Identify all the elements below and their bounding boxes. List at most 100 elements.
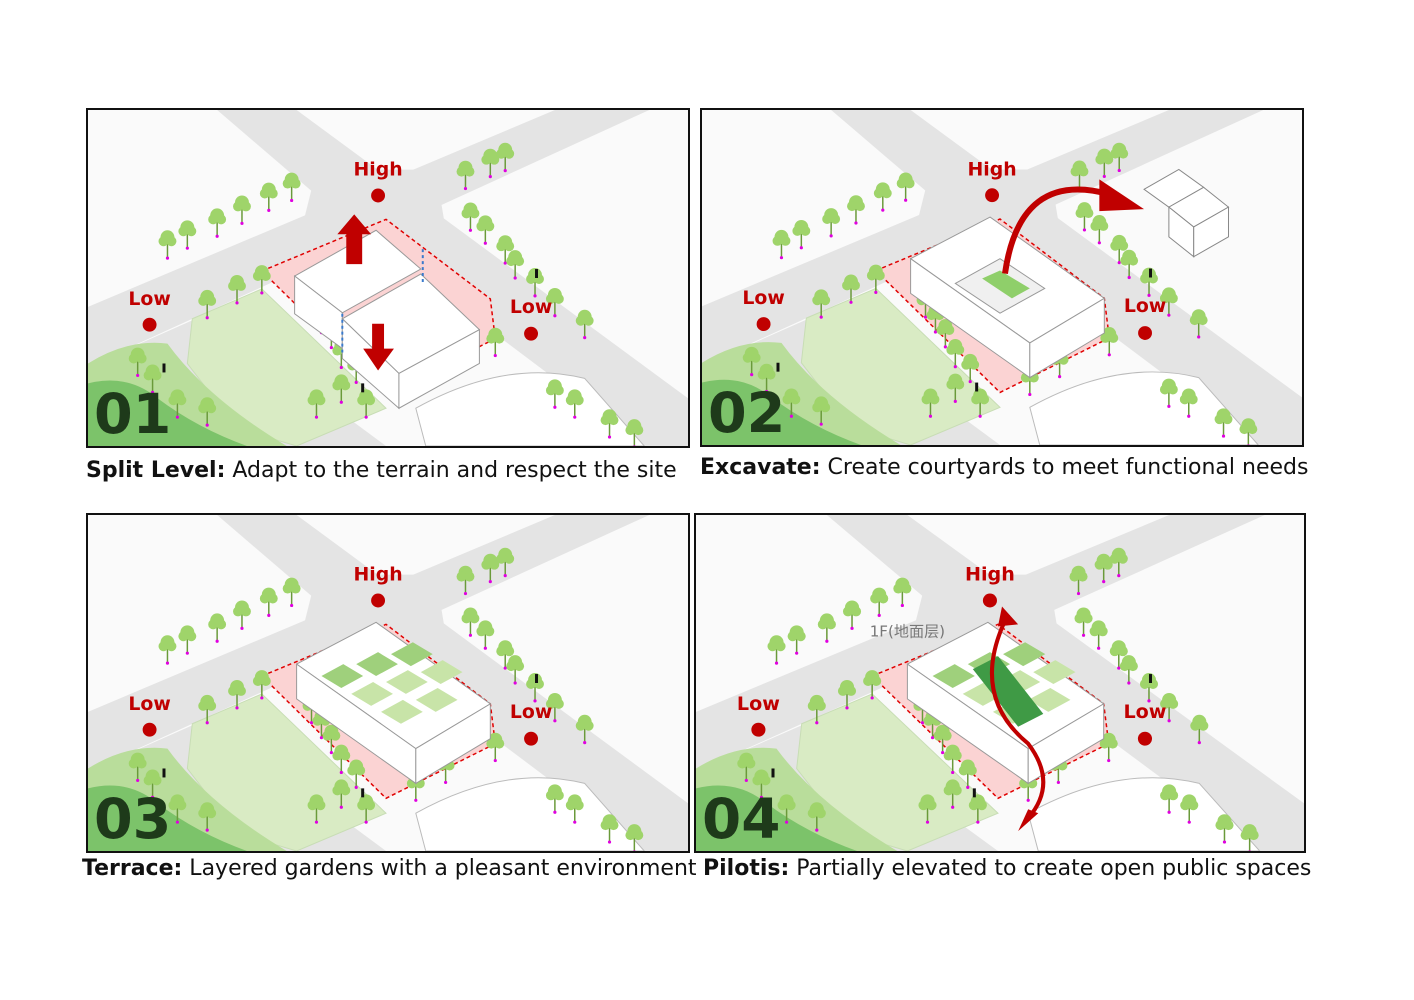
caption-03: Terrace: Layered gardens with a pleasant… <box>82 856 697 881</box>
tree-icon <box>1109 547 1128 578</box>
caption-title: Terrace: <box>82 856 183 881</box>
tree-icon <box>757 363 776 394</box>
arrow-head-icon <box>997 606 1019 627</box>
tree-icon <box>943 779 962 809</box>
tree-icon <box>1090 215 1109 245</box>
tree-icon <box>767 635 786 665</box>
tree-icon <box>812 289 831 319</box>
tree-icon <box>332 779 351 809</box>
label-high: High <box>965 564 1015 586</box>
tree-icon <box>456 565 475 596</box>
tree-icon <box>252 265 271 295</box>
tree-icon <box>1189 309 1208 339</box>
caption-desc: Adapt to the terrain and respect the sit… <box>225 458 677 483</box>
s-curve-arrow <box>989 613 1046 820</box>
tree-icon <box>752 769 771 799</box>
tree-icon <box>259 587 278 617</box>
person-icon <box>361 788 365 798</box>
tree-icon <box>1215 814 1234 844</box>
tree-icon <box>198 397 217 427</box>
marker-low-left <box>756 317 771 332</box>
terrace-garden <box>415 687 458 712</box>
tree-icon <box>792 220 811 250</box>
tree-icon <box>896 172 915 202</box>
tree-icon <box>1139 673 1159 703</box>
tree-icon <box>322 724 341 755</box>
label-low-left: Low <box>128 288 170 310</box>
park-inner <box>88 380 247 446</box>
tree-icon <box>600 814 619 844</box>
label-high: High <box>353 564 402 586</box>
terrace-garden <box>386 670 428 694</box>
tree-icon <box>822 208 841 238</box>
tree-icon <box>1069 565 1088 596</box>
tree-icon <box>873 182 892 212</box>
lot-bottom-right <box>1029 371 1259 445</box>
panel-number: 04 <box>702 787 780 851</box>
tree-icon <box>807 802 826 832</box>
marker-high <box>371 188 386 203</box>
floor-label: 1F(地面层) <box>870 622 945 640</box>
marker-low-left <box>142 722 157 737</box>
terrace-garden <box>351 682 393 706</box>
tree-icon <box>332 744 351 775</box>
tree-icon <box>496 640 515 670</box>
tree-icon <box>545 692 564 723</box>
tree-icon <box>565 389 584 419</box>
tree-icon <box>961 353 980 384</box>
tree-icon <box>1094 553 1113 584</box>
tree-icon <box>476 215 495 245</box>
caption-title: Pilotis: <box>703 856 790 881</box>
terrace-garden <box>390 642 433 667</box>
caption-desc: Layered gardens with a pleasant environm… <box>182 856 697 881</box>
tree-icon <box>971 388 990 418</box>
tree-icon <box>461 202 480 232</box>
label-low-right: Low <box>510 296 552 318</box>
tree-icon <box>817 613 836 643</box>
building-side <box>1027 702 1105 785</box>
courtyard-lawn <box>982 270 1030 299</box>
tree-icon <box>228 275 246 305</box>
terrace-garden <box>321 664 364 688</box>
tree-icon <box>847 195 865 225</box>
tree-icon <box>893 577 912 608</box>
marker-low-right <box>1138 326 1152 340</box>
tree-icon <box>1180 794 1199 824</box>
tree-icon <box>918 794 937 824</box>
tree-icon <box>565 794 584 824</box>
tree-icon <box>486 732 505 763</box>
tree-icon <box>866 264 885 294</box>
lot-bottom-right <box>1027 777 1261 851</box>
terrace-garden <box>1033 660 1076 684</box>
marker-high <box>371 593 386 608</box>
caption-title: Split Level: <box>86 458 226 483</box>
tree-icon <box>545 379 564 409</box>
tree-icon <box>1214 408 1233 438</box>
tree-icon <box>1110 234 1129 265</box>
lot-bottom-right <box>415 777 645 851</box>
person-icon <box>162 363 166 373</box>
tree-icon <box>1160 784 1179 814</box>
tree-icon <box>842 274 860 304</box>
caption-04: Pilotis: Partially elevated to create op… <box>703 856 1311 881</box>
tree-icon <box>282 577 301 608</box>
tree-icon <box>1179 388 1198 418</box>
tree-icon <box>476 620 495 650</box>
tree-icon <box>178 625 197 655</box>
tree-icon <box>208 613 227 643</box>
tree-icon <box>812 396 831 426</box>
tree-icon <box>158 230 177 260</box>
curved-arrow <box>1002 186 1111 274</box>
tree-icon <box>461 607 480 637</box>
tree-icon <box>198 289 217 320</box>
tree-icon <box>807 694 826 725</box>
caption-01: Split Level: Adapt to the terrain and re… <box>86 458 677 483</box>
tree-icon <box>198 694 217 725</box>
tree-icon <box>921 388 940 418</box>
terrace-garden <box>420 660 463 684</box>
